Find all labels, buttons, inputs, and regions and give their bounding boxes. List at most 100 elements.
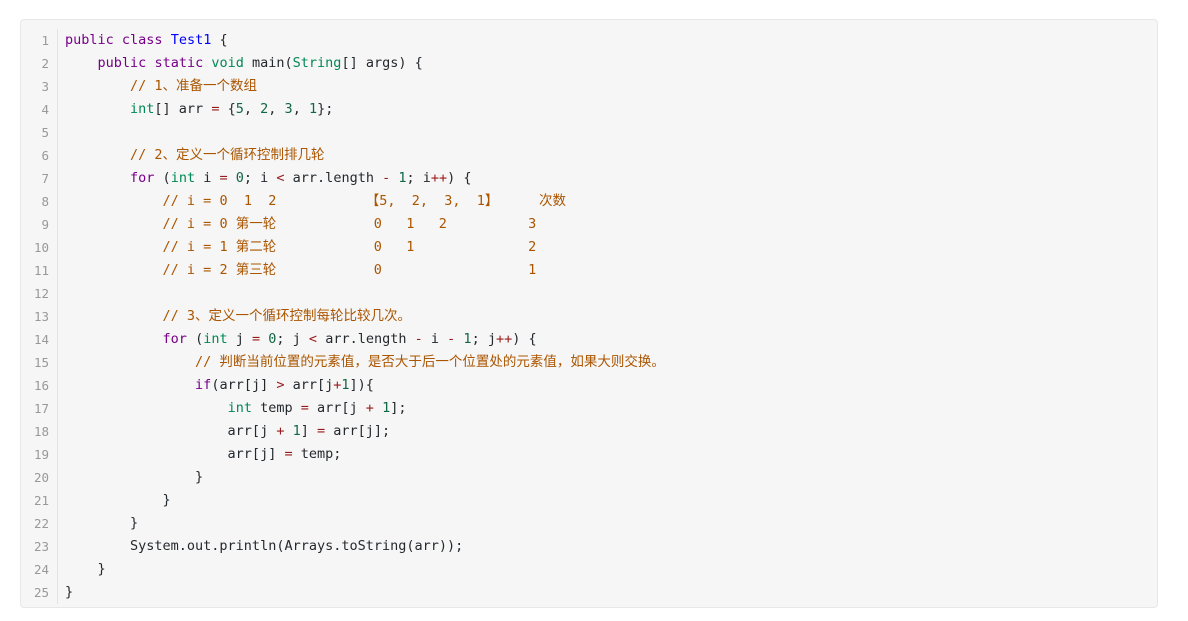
code-token: (: [154, 170, 171, 186]
code-token: [65, 262, 163, 278]
code-token: {: [211, 32, 228, 48]
code-token: void: [211, 55, 244, 71]
code-token: -: [414, 331, 423, 347]
code-line: for (int j = 0; j < arr.length - i - 1; …: [65, 328, 1147, 351]
code-token: main(: [243, 55, 293, 71]
code-line: ​: [65, 121, 1147, 144]
line-number: 7: [41, 171, 49, 186]
code-token: [] args) {: [341, 55, 423, 71]
code-token: 1: [463, 331, 472, 347]
code-line: // 3、定义一个循环控制每轮比较几次。: [65, 305, 1147, 328]
code-token: =: [211, 101, 220, 117]
code-token: ; i: [243, 170, 277, 186]
code-line: public class Test1 {: [65, 29, 1147, 52]
code-token: (: [186, 331, 204, 347]
code-token: 0: [268, 331, 277, 347]
code-token: }: [65, 515, 139, 531]
code-token: class: [121, 32, 163, 48]
code-token: <: [276, 170, 285, 186]
code-token: int: [203, 331, 228, 347]
code-token: static: [154, 55, 204, 71]
code-token: }: [65, 561, 106, 577]
code-token: int: [227, 400, 252, 416]
code-token: ]: [300, 423, 318, 439]
code-line: // i = 0 1 2 【5, 2, 3, 1】 次数: [65, 190, 1147, 213]
code-line: arr[j + 1] = arr[j];: [65, 420, 1147, 443]
code-token: +: [333, 377, 342, 393]
code-token: // i = 1 第二轮 0 1 2: [162, 239, 537, 255]
code-token: j: [227, 331, 252, 347]
line-number: 8: [41, 194, 49, 209]
code-token: +: [276, 423, 285, 439]
code-token: [65, 331, 163, 347]
code-token: // i = 2 第三轮 0 1: [162, 262, 537, 278]
code-token: 1: [341, 377, 350, 393]
code-token: [114, 32, 122, 48]
code-line: arr[j] = temp;: [65, 443, 1147, 466]
code-content: public class Test1 { public static void …: [65, 29, 1147, 604]
line-number: 21: [33, 493, 49, 508]
line-number: 24: [33, 562, 49, 577]
code-token: ++: [495, 331, 513, 347]
code-token: ) {: [447, 170, 472, 186]
code-token: =: [251, 331, 261, 347]
code-token: // 判断当前位置的元素值，是否大于后一个位置处的元素值，如果大则交换。: [195, 354, 665, 370]
code-token: temp;: [292, 446, 342, 462]
code-token: =: [219, 170, 228, 186]
code-token: =: [300, 400, 309, 416]
code-token: [65, 55, 98, 71]
code-token: 1: [292, 423, 301, 439]
line-number: 13: [33, 309, 49, 324]
code-token: (arr[j]: [211, 377, 277, 393]
line-number: 11: [33, 263, 49, 278]
code-token: ,: [292, 101, 309, 117]
code-token: +: [365, 400, 374, 416]
code-line: System.out.println(Arrays.toString(arr))…: [65, 535, 1147, 558]
code-token: [65, 377, 195, 393]
code-token: [65, 400, 228, 416]
code-token: // i = 0 1 2 【5, 2, 3, 1】 次数: [162, 193, 567, 209]
line-number: 20: [33, 470, 49, 485]
code-token: for: [130, 170, 155, 186]
code-token: [65, 147, 130, 163]
code-token: [284, 423, 292, 439]
line-number: 19: [33, 447, 49, 462]
code-line: }: [65, 466, 1147, 489]
code-token: ; j: [471, 331, 496, 347]
code-token: Test1: [170, 32, 212, 48]
code-token: };: [317, 101, 334, 117]
code-token: arr[j: [308, 400, 366, 416]
code-token: // 3、定义一个循环控制每轮比较几次。: [162, 308, 412, 324]
code-token: for: [162, 331, 187, 347]
code-token: arr[j]: [65, 446, 285, 462]
code-line: // i = 2 第三轮 0 1: [65, 259, 1147, 282]
code-token: -: [447, 331, 456, 347]
code-token: ];: [390, 400, 407, 416]
code-token: // i = 0 第一轮 0 1 2 3: [162, 216, 537, 232]
line-number: 23: [33, 539, 49, 554]
code-line: public static void main(String[] args) {: [65, 52, 1147, 75]
code-token: >: [276, 377, 285, 393]
code-token: arr.length: [284, 170, 383, 186]
code-token: String: [292, 55, 342, 71]
code-token: [65, 78, 130, 94]
code-token: ; j: [276, 331, 309, 347]
code-token: ,: [268, 101, 285, 117]
code-token: [] arr: [154, 101, 212, 117]
code-token: 1: [382, 400, 391, 416]
code-token: public: [65, 32, 114, 48]
code-token: [65, 170, 130, 186]
code-token: [163, 32, 171, 48]
code-token: 2: [260, 101, 269, 117]
code-token: 1: [398, 170, 407, 186]
code-line: }: [65, 581, 1147, 604]
code-token: ; i: [406, 170, 431, 186]
line-number: 18: [33, 424, 49, 439]
code-token: 5: [235, 101, 244, 117]
code-token: }: [65, 469, 204, 485]
code-token: ++: [430, 170, 448, 186]
code-line: // 1、准备一个数组: [65, 75, 1147, 98]
code-token: [65, 354, 195, 370]
